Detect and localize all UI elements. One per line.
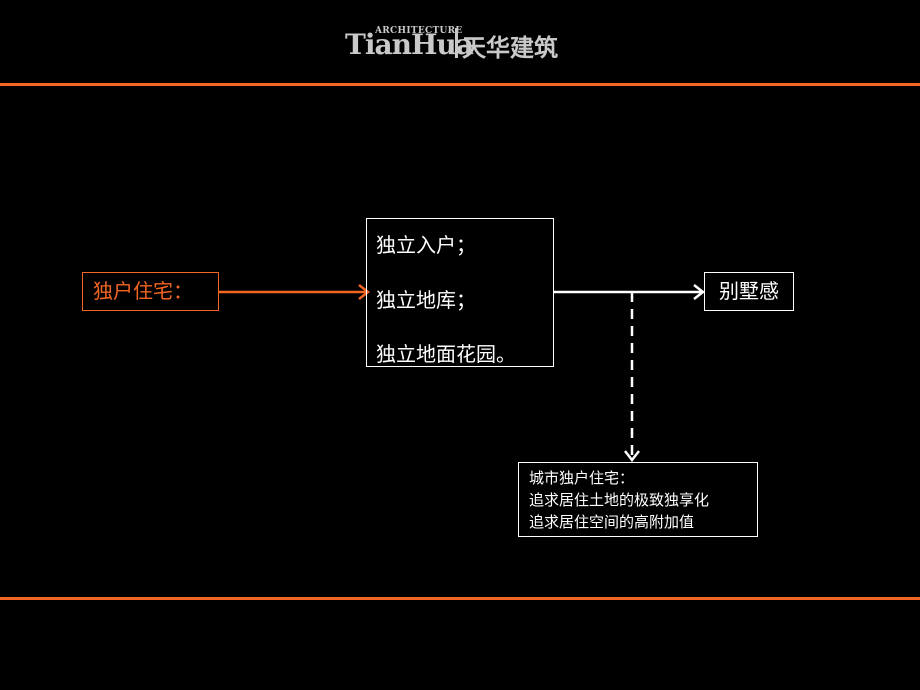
note-line: 城市独户住宅： bbox=[529, 469, 635, 487]
result-box: 别墅感 bbox=[704, 272, 794, 311]
result-label: 别墅感 bbox=[719, 279, 779, 303]
logo-latin-text: TianHua bbox=[345, 28, 474, 61]
note-line: 追求居住空间的高附加值 bbox=[529, 513, 695, 531]
source-box: 独户住宅： bbox=[82, 272, 219, 311]
source-label: 独户住宅： bbox=[93, 279, 193, 303]
bottom-rule bbox=[0, 597, 920, 600]
features-to-result-arrowhead bbox=[693, 284, 706, 300]
feature-item: 独立地面花园。 bbox=[376, 342, 516, 366]
note-box: 城市独户住宅： 追求居住土地的极致独享化 追求居住空间的高附加值 bbox=[518, 462, 758, 537]
tianhua-logo: TianHua ARCHITECTURE 天华建筑 bbox=[345, 26, 570, 62]
feature-item: 独立地库； bbox=[376, 288, 476, 312]
source-to-features-arrowhead bbox=[358, 284, 371, 300]
logo-divider bbox=[455, 28, 458, 58]
logo-architecture-text: ARCHITECTURE bbox=[375, 26, 463, 36]
top-rule bbox=[0, 83, 920, 86]
features-box: 独立入户； 独立地库； 独立地面花园。 bbox=[366, 218, 554, 367]
feature-item: 独立入户； bbox=[376, 233, 476, 257]
logo-chinese-text: 天华建筑 bbox=[462, 33, 558, 62]
dashed-note-arrowhead bbox=[624, 450, 640, 463]
note-line: 追求居住土地的极致独享化 bbox=[529, 491, 710, 509]
